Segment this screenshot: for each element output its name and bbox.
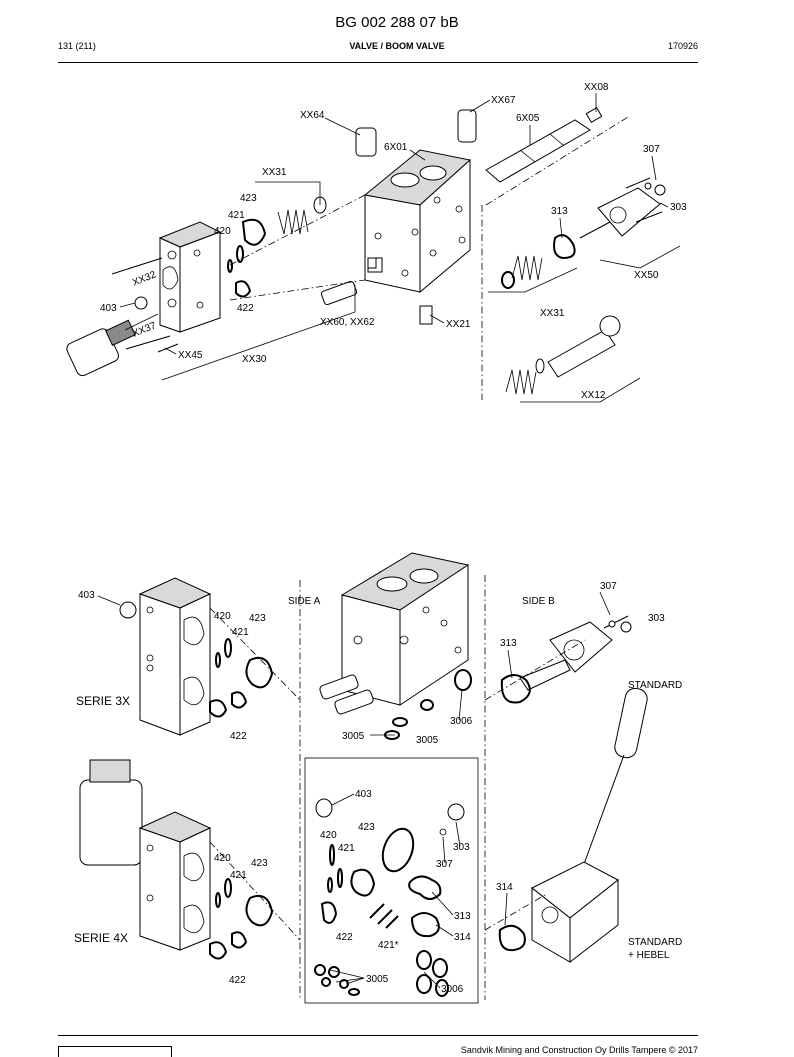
callout-307: 307 <box>643 144 660 155</box>
callout-422-c: 422 <box>229 975 246 986</box>
callout-6x05: 6X05 <box>516 113 540 124</box>
callout-423-b: 423 <box>249 613 266 624</box>
label-serie-4x: SERIE 4X <box>74 931 128 945</box>
kit-callout-422: 422 <box>336 932 353 943</box>
callout-421: 421 <box>228 210 245 221</box>
kit-callout-421-star: 421* <box>378 940 399 951</box>
spring-set-right <box>501 234 576 289</box>
label-standard: STANDARD <box>628 680 682 691</box>
seals-serie-4x <box>209 878 274 960</box>
callout-420-b: 420 <box>214 611 231 622</box>
callout-xx50: XX50 <box>634 270 659 281</box>
callout-403: 403 <box>100 303 117 314</box>
top-exploded-view <box>66 106 681 403</box>
callout-xx08: XX08 <box>584 82 609 93</box>
callout-xx31-left: XX31 <box>262 167 287 178</box>
kit-callout-3006: 3006 <box>441 984 464 995</box>
callout-xx21: XX21 <box>446 319 471 330</box>
bottom-callout-labels: 307 403 SIDE A SIDE B 303 420 423 421 31… <box>74 581 682 995</box>
kit-callout-421: 421 <box>338 843 355 854</box>
bottom-exploded-view <box>79 552 648 1004</box>
callout-xx32: XX32 <box>131 269 158 289</box>
callout-xx64: XX64 <box>300 110 325 121</box>
callout-xx31-right: XX31 <box>540 308 565 319</box>
footer-rule <box>58 1035 698 1036</box>
kit-callout-313: 313 <box>454 911 471 922</box>
label-standard-hebel-2: + HEBEL <box>628 950 670 961</box>
callout-xx30: XX30 <box>242 354 267 365</box>
side-b-cover <box>454 615 632 704</box>
callout-423-c: 423 <box>251 858 268 869</box>
callout-314: 314 <box>496 882 513 893</box>
header-rule <box>58 62 698 63</box>
callout-421-c: 421 <box>230 870 247 881</box>
callout-307-b: 307 <box>600 581 617 592</box>
callout-3005-b: 3005 <box>416 735 439 746</box>
kit-callout-314: 314 <box>454 932 471 943</box>
revision-date: 170926 <box>667 41 698 51</box>
seal-kit-box <box>304 757 479 1004</box>
kit-callout-3005: 3005 <box>366 974 389 985</box>
kit-callout-420: 420 <box>320 830 337 841</box>
callout-xx45: XX45 <box>178 350 203 361</box>
callout-xx37: XX37 <box>131 320 158 340</box>
footer-copyright: Sandvik Mining and Construction Oy Drill… <box>460 1045 698 1055</box>
callout-420: 420 <box>214 226 231 237</box>
callout-313-b: 313 <box>500 638 517 649</box>
label-serie-3x: SERIE 3X <box>76 694 130 708</box>
solenoid-actuator <box>66 313 159 377</box>
callout-xx12: XX12 <box>581 390 606 401</box>
seals-serie-3x <box>209 638 274 718</box>
callout-422: 422 <box>237 303 254 314</box>
label-side-b: SIDE B <box>522 596 555 607</box>
kit-callout-303: 303 <box>453 842 470 853</box>
kit-callout-403: 403 <box>355 789 372 800</box>
callout-303-b: 303 <box>648 613 665 624</box>
left-end-plate <box>158 221 222 333</box>
bolts-left <box>111 257 179 353</box>
callout-421-b: 421 <box>232 627 249 638</box>
cover-assembly-right <box>579 177 666 239</box>
spring-set-xx12 <box>505 315 621 395</box>
callout-303: 303 <box>670 202 687 213</box>
pilot-plugs <box>320 109 477 325</box>
kit-callout-423: 423 <box>358 822 375 833</box>
label-side-a: SIDE A <box>288 596 321 607</box>
page-title: VALVE / BOOM VALVE <box>349 41 445 51</box>
leader-lines <box>97 93 669 989</box>
callout-403-b: 403 <box>78 590 95 601</box>
lever-assembly <box>498 687 648 964</box>
end-plate-serie-4x <box>79 759 212 951</box>
callout-422-b: 422 <box>230 731 247 742</box>
callout-3006: 3006 <box>450 716 473 727</box>
label-standard-hebel-1: STANDARD <box>628 937 682 948</box>
top-callout-labels: XX08 XX67 XX64 6X05 6X01 307 XX31 303 31… <box>100 82 687 401</box>
main-valve-block-bottom <box>319 552 470 715</box>
callout-xx60-xx62: XX60, XX62 <box>320 317 375 328</box>
page-number: 131 (211) <box>58 41 96 51</box>
callout-6x01: 6X01 <box>384 142 408 153</box>
callout-313: 313 <box>551 206 568 217</box>
document-number: BG 002 288 07 bB <box>335 14 459 31</box>
callout-423: 423 <box>240 193 257 204</box>
callout-3005-a: 3005 <box>342 731 365 742</box>
end-plate-serie-3x <box>119 577 212 736</box>
main-valve-block <box>363 149 472 294</box>
company-logo <box>58 1046 172 1057</box>
kit-callout-307: 307 <box>436 859 453 870</box>
callout-xx67: XX67 <box>491 95 516 106</box>
callout-420-c: 420 <box>214 853 231 864</box>
spool-assembly <box>485 106 603 183</box>
